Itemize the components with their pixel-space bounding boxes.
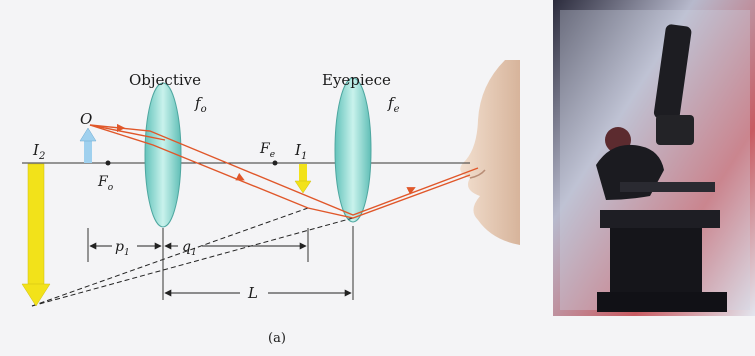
image-distance-label: q1 xyxy=(182,239,197,258)
intermediate-image-label: I1 xyxy=(294,141,307,162)
eyepiece-lens xyxy=(334,77,372,223)
objective-lens xyxy=(144,82,182,228)
dimension-guides xyxy=(87,226,354,300)
object-distance-label: p1 xyxy=(115,239,130,258)
eyepiece-focal-length-label: fe xyxy=(387,94,400,115)
virtual-rays xyxy=(31,207,354,307)
tube-length-label: L xyxy=(247,284,258,302)
intermediate-image-arrow xyxy=(294,164,312,194)
caption: (a) xyxy=(268,331,286,346)
objective-focal-point xyxy=(105,160,111,166)
eyepiece-label: Eyepiece xyxy=(322,71,391,89)
final-image-arrow xyxy=(21,163,51,307)
eye-face-icon xyxy=(460,60,520,245)
microscope-icon xyxy=(596,24,727,312)
microscope-photo xyxy=(553,0,755,316)
objective-label: Objective xyxy=(129,71,201,89)
objective-focal-length-label: fo xyxy=(194,94,207,115)
object-arrow xyxy=(79,127,97,163)
object-label: O xyxy=(80,110,92,128)
eyepiece-focal-point-label: Fe xyxy=(259,141,275,160)
light-rays xyxy=(89,123,479,219)
objective-focal-point-label: Fo xyxy=(97,174,114,193)
final-image-label: I2 xyxy=(32,141,45,162)
eyepiece-focal-point xyxy=(272,160,278,166)
dimension-arrows xyxy=(89,242,352,297)
